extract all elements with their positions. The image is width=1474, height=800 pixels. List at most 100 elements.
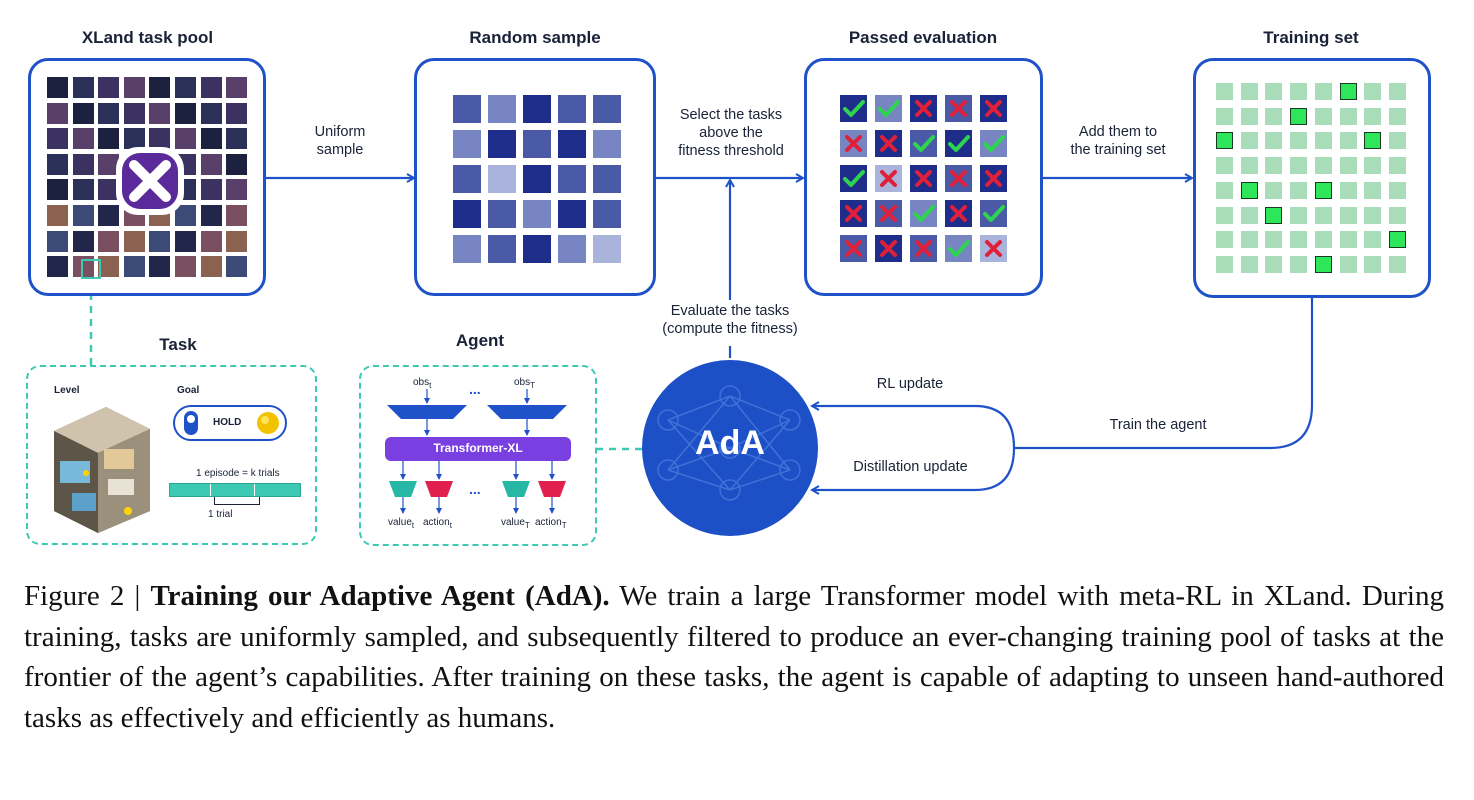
training-set-header: Training set [1263, 28, 1359, 47]
training-tile [1265, 107, 1283, 125]
training-tile [1314, 231, 1332, 249]
eval-tile [980, 165, 1007, 192]
pool-tile [123, 128, 145, 150]
sample-tile [593, 200, 621, 228]
sample-tile [488, 200, 516, 228]
eval-tile [945, 165, 972, 192]
pool-tile [123, 230, 145, 252]
agent-header: Agent [455, 331, 505, 350]
agent-panel: obst ... obsT Transformer-XL ... valuet … [359, 365, 597, 546]
pool-tile [226, 128, 248, 150]
training-tile [1339, 107, 1357, 125]
training-tile [1339, 181, 1357, 199]
cross-icon [985, 100, 1002, 117]
training-tile [1290, 181, 1308, 199]
value-T-label: valueT [501, 517, 530, 530]
cross-icon [915, 100, 932, 117]
training-tile [1265, 255, 1283, 273]
sample-tile [523, 95, 551, 123]
transformer-block [385, 437, 571, 461]
pool-tile [47, 153, 68, 175]
episode-bar [169, 483, 301, 497]
sample-tile [558, 130, 586, 158]
pool-tile [47, 256, 68, 278]
value-head-t [389, 481, 417, 497]
obs-T-label: obsT [514, 377, 536, 390]
cross-icon [880, 170, 897, 187]
pool-tile [98, 77, 120, 98]
training-tile [1290, 206, 1308, 224]
random-sample-header: Random sample [469, 28, 601, 47]
training-tile [1240, 255, 1258, 273]
random-sample-box [414, 58, 656, 296]
pool-tile [226, 153, 248, 175]
training-tile [1290, 255, 1308, 273]
pool-tile [226, 230, 248, 252]
eval-tile [840, 130, 867, 157]
pool-tile [72, 128, 94, 150]
pool-tile [47, 102, 68, 124]
pool-tile [149, 128, 171, 150]
hold-label: HOLD [213, 417, 242, 428]
training-tile-new [1290, 107, 1308, 125]
eval-tile [840, 235, 867, 262]
episode-label: 1 episode = k trials [196, 468, 280, 479]
sample-tile [453, 95, 481, 123]
eval-grid [807, 61, 1040, 293]
sample-tile [593, 165, 621, 193]
action-head-t [425, 481, 453, 497]
cross-icon [845, 135, 862, 152]
sample-tile [488, 130, 516, 158]
pool-tile [98, 179, 120, 201]
pool-tile [47, 179, 68, 201]
training-tile [1364, 231, 1382, 249]
check-icon [878, 100, 900, 117]
pool-tile [149, 256, 171, 278]
training-tile [1290, 231, 1308, 249]
cross-icon [915, 170, 932, 187]
training-tile-new [1314, 255, 1332, 273]
pool-tile [200, 153, 222, 175]
training-tile [1216, 206, 1233, 224]
caption-title: Training our Adaptive Agent (AdA). [150, 580, 610, 612]
sample-tile [593, 235, 621, 263]
random-grid [417, 61, 653, 293]
cross-icon [985, 240, 1002, 257]
eval-tile [945, 200, 972, 227]
cross-icon [915, 240, 932, 257]
training-tile [1388, 132, 1406, 150]
level-render-icon [54, 407, 150, 533]
pool-tile [123, 77, 145, 98]
eval-tile [980, 235, 1007, 262]
trial-bracket [214, 497, 260, 505]
pool-tile [200, 230, 222, 252]
pool-tile [98, 256, 120, 278]
action-head-T [538, 481, 566, 497]
pool-tile [200, 256, 222, 278]
training-tile [1314, 107, 1332, 125]
uniform-sample-label: Uniform sample [314, 124, 366, 158]
pool-tile [226, 256, 248, 278]
dots-bottom: ... [469, 481, 481, 497]
hold-goal-pill: HOLD [173, 405, 287, 441]
pool-tile [47, 128, 68, 150]
pool-tile [47, 205, 68, 226]
training-tile [1216, 107, 1233, 125]
training-tile [1339, 206, 1357, 224]
pool-tile [175, 256, 196, 278]
dots-top: ... [469, 381, 481, 397]
training-tile [1364, 206, 1382, 224]
connector-arrows [89, 0, 1314, 560]
eval-tile [840, 95, 867, 122]
select-tasks-label: Select the tasks above the fitness thres… [678, 107, 784, 159]
sample-tile [488, 95, 516, 123]
training-tile [1364, 181, 1382, 199]
training-tile-new [1339, 83, 1357, 100]
pool-selected-cell [81, 259, 101, 279]
eval-tile [945, 235, 972, 262]
eval-tile [980, 95, 1007, 122]
training-tile [1216, 157, 1233, 175]
eval-tile [910, 130, 937, 157]
pool-tile [200, 205, 222, 226]
training-tile [1290, 132, 1308, 150]
